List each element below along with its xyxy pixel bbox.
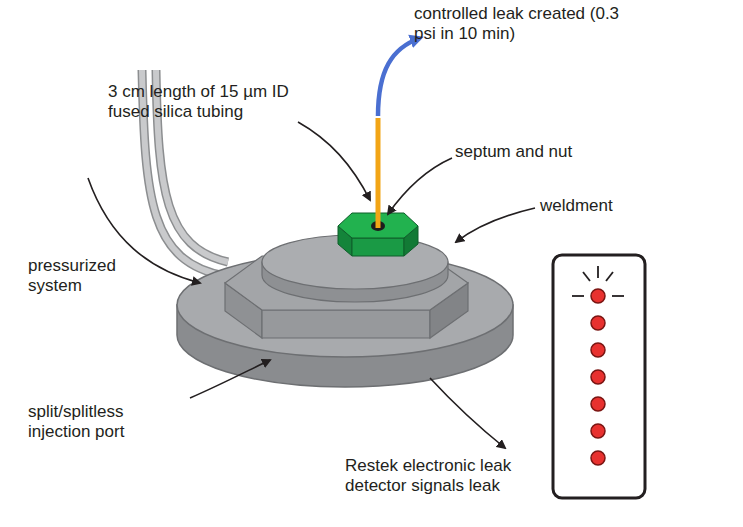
leak-arrow (378, 38, 420, 116)
signal-ray (612, 295, 624, 297)
signal-ray (606, 272, 613, 281)
septum-callout: septum and nut (455, 142, 595, 162)
led (591, 451, 605, 465)
led (591, 370, 605, 384)
leak-callout: controlled leak created (0.3 psi in 10 m… (414, 4, 629, 44)
led-column (591, 289, 605, 465)
leader-line (388, 158, 452, 214)
hex-face (262, 310, 430, 338)
fused-silica-tube (376, 118, 381, 228)
leader-line (298, 122, 370, 200)
detector-callout: Restek electronic leak detector signals … (345, 456, 555, 496)
signal-ray (572, 295, 584, 297)
port-callout: split/splitless injection port (28, 402, 188, 442)
led (591, 424, 605, 438)
leak-detector (553, 255, 645, 498)
weldment-top (262, 235, 448, 289)
led (591, 289, 605, 303)
weldment-callout: weldment (540, 196, 660, 216)
leader-line (430, 378, 505, 448)
led (591, 316, 605, 330)
signal-ray (583, 272, 590, 281)
tubing-callout: 3 cm length of 15 µm ID fused silica tub… (108, 82, 308, 122)
signal-ray (597, 266, 599, 278)
signal-rays (572, 266, 624, 296)
nut-face (352, 238, 404, 256)
leader-line (456, 208, 535, 242)
led (591, 397, 605, 411)
leader-line (190, 360, 270, 398)
led (591, 343, 605, 357)
system-callout: pressurized system (28, 256, 138, 296)
